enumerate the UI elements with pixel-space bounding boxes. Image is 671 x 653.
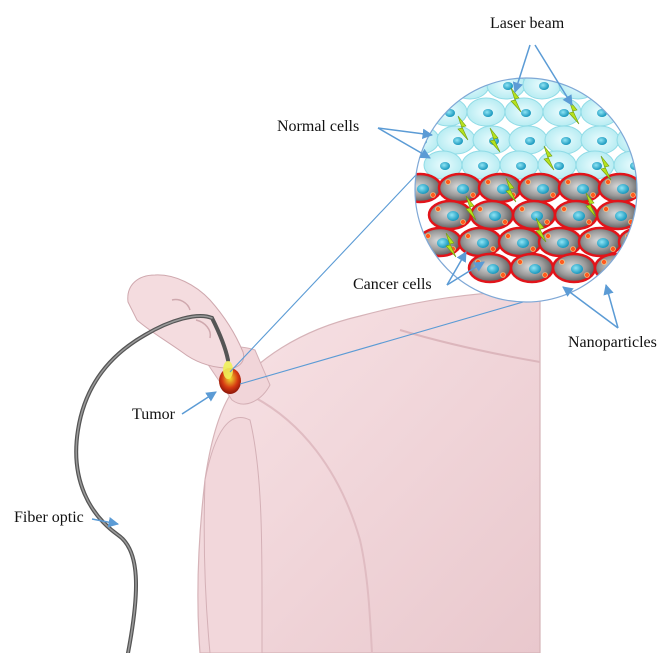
nanoparticle xyxy=(486,180,491,185)
normal-cell xyxy=(617,126,655,154)
cancer-cell xyxy=(539,228,581,256)
nanoparticle xyxy=(651,247,656,252)
cancer-cells-label: Cancer cells xyxy=(353,277,432,293)
nanoparticle xyxy=(566,180,571,185)
nanoparticle xyxy=(520,207,525,212)
nanoparticle xyxy=(571,247,576,252)
cancer-cell xyxy=(511,254,553,282)
cell-zoom-view xyxy=(399,71,661,315)
nanoparticle xyxy=(546,234,551,239)
cancer-cell xyxy=(597,201,639,229)
nanoparticle xyxy=(611,247,616,252)
cancer-cell xyxy=(499,228,541,256)
nanoparticle xyxy=(461,220,466,225)
nanoparticle xyxy=(491,247,496,252)
normal-cells-label: Normal cells xyxy=(277,119,359,135)
cancer-cell xyxy=(479,174,521,202)
nanoparticle xyxy=(591,193,596,198)
nanoparticle xyxy=(627,273,632,278)
cancer-cell xyxy=(399,174,441,202)
normal-cell xyxy=(543,98,581,126)
laser-beam-label: Laser beam xyxy=(490,16,564,32)
normal-cell xyxy=(451,71,489,99)
normal-cell xyxy=(505,98,543,126)
nanoparticle xyxy=(503,220,508,225)
cancer-cell xyxy=(559,174,601,202)
nanoparticle xyxy=(560,260,565,265)
nanoparticle xyxy=(506,234,511,239)
nanoparticle xyxy=(478,207,483,212)
nanoparticle xyxy=(543,273,548,278)
normal-cell xyxy=(401,126,439,154)
cancer-cell xyxy=(519,174,561,202)
normal-cell xyxy=(545,126,583,154)
nanoparticle xyxy=(551,193,556,198)
normal-cell xyxy=(487,71,525,99)
normal-cell xyxy=(581,98,619,126)
nanoparticle xyxy=(586,234,591,239)
fiber-optic-label: Fiber optic xyxy=(14,510,84,526)
cancer-cell xyxy=(429,201,471,229)
nanoparticle xyxy=(446,180,451,185)
cancer-cell xyxy=(439,174,481,202)
nanoparticles-label: Nanoparticles xyxy=(568,335,657,351)
nanoparticle xyxy=(531,247,536,252)
cancer-cell xyxy=(599,174,641,202)
nanoparticle xyxy=(602,260,607,265)
nanoparticle xyxy=(426,234,431,239)
cancer-cell xyxy=(579,228,621,256)
nanoparticle xyxy=(606,180,611,185)
nanoparticle xyxy=(526,180,531,185)
normal-cell xyxy=(467,98,505,126)
nanoparticle xyxy=(466,234,471,239)
nanoparticle xyxy=(631,193,636,198)
tumor-label: Tumor xyxy=(132,407,175,423)
normal-cell xyxy=(437,126,475,154)
cancer-cell xyxy=(553,254,595,282)
cancer-cell xyxy=(619,228,661,256)
cancer-cell xyxy=(419,228,461,256)
nanoparticle xyxy=(436,207,441,212)
cancer-cell xyxy=(471,201,513,229)
nanoparticle xyxy=(545,220,550,225)
nanoparticle xyxy=(431,193,436,198)
nanoparticle xyxy=(585,273,590,278)
nanoparticle xyxy=(518,260,523,265)
nanoparticle xyxy=(562,207,567,212)
cancer-cell xyxy=(513,201,555,229)
nanoparticle xyxy=(604,207,609,212)
normal-cell xyxy=(581,126,619,154)
nanoparticle xyxy=(587,220,592,225)
patient-body xyxy=(128,275,540,653)
nanoparticle xyxy=(501,273,506,278)
normal-cell xyxy=(509,126,547,154)
nanoparticle xyxy=(476,260,481,265)
cancer-cell xyxy=(595,254,637,282)
normal-cell xyxy=(523,71,561,99)
nanoparticle xyxy=(471,193,476,198)
